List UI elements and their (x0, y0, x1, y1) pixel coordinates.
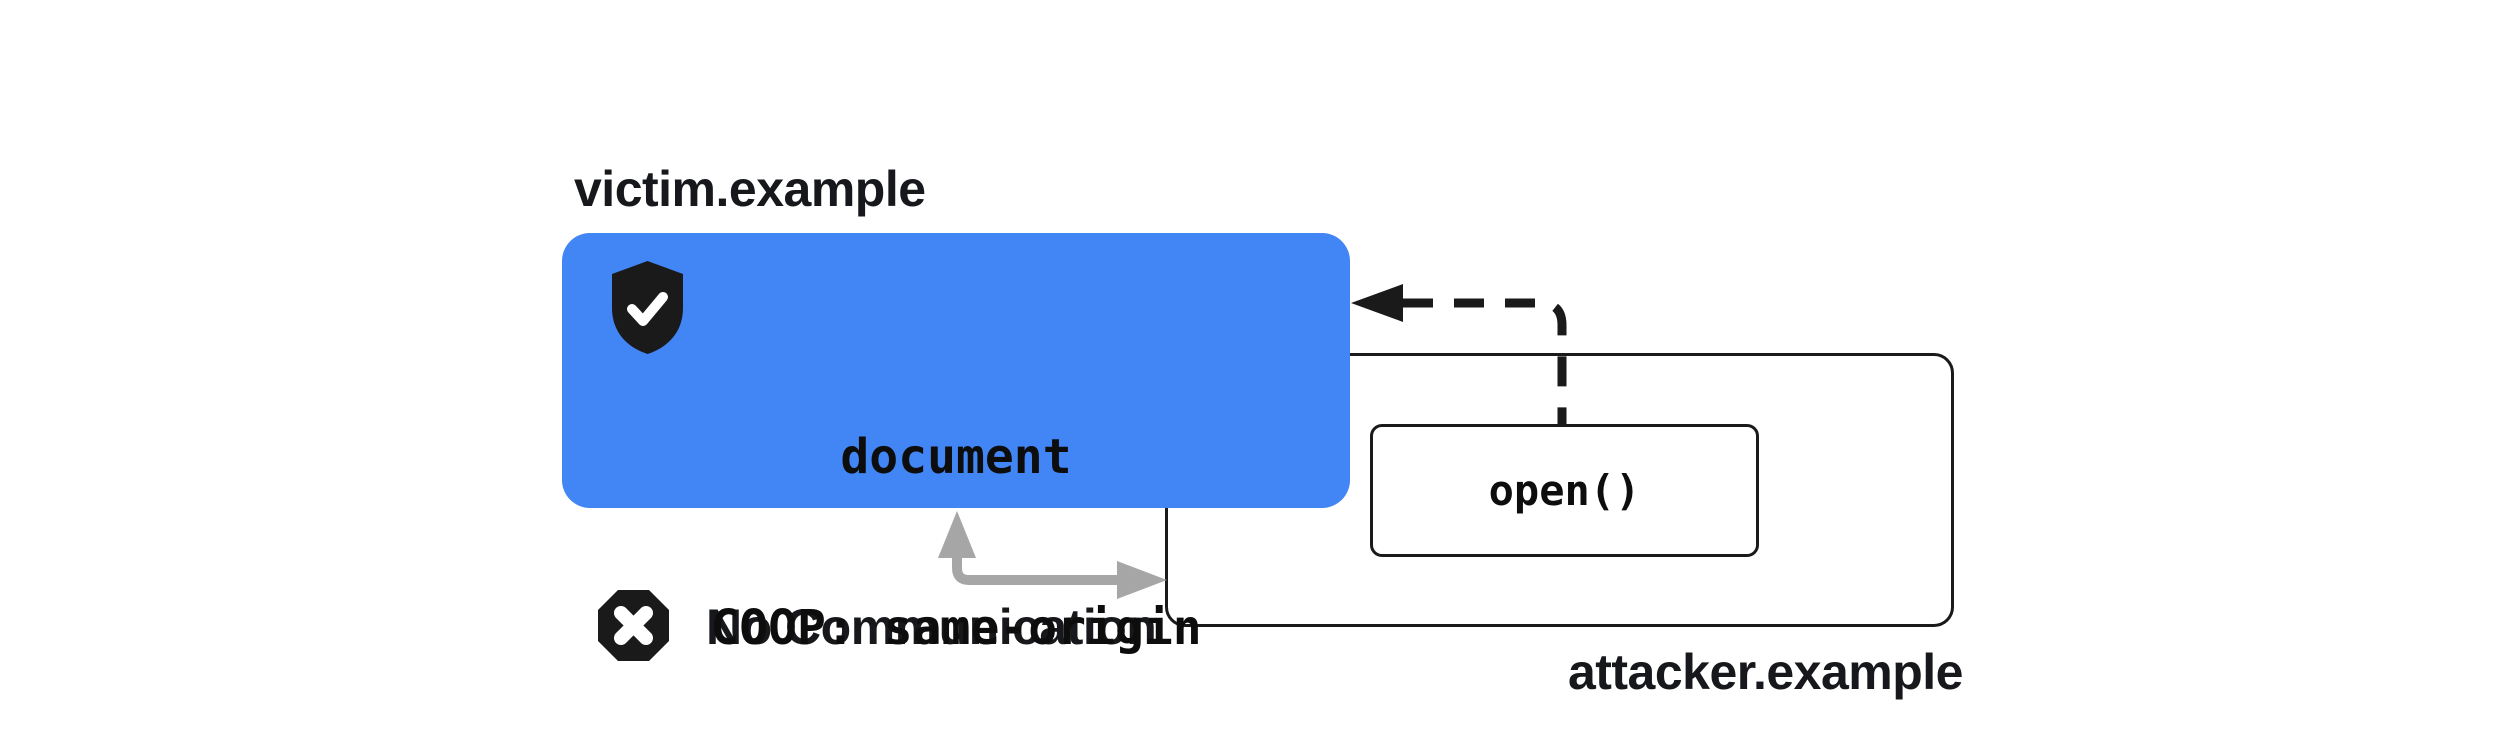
open-call-label: open() (1488, 466, 1641, 515)
coop-policy-line: COOP: same-origin (710, 600, 1202, 656)
dashed-arrowhead-left (1351, 284, 1403, 322)
document-line: document (840, 429, 1072, 485)
victim-document-box: document COOP: same-origin (562, 233, 1350, 656)
x-octagon-icon (598, 590, 669, 661)
victim-origin-label: victim.example (574, 161, 926, 217)
shield-check-icon (612, 261, 683, 354)
victim-document-text: document COOP: same-origin (562, 315, 1350, 735)
no-communication-label: No Communication (706, 599, 1157, 655)
open-call-box: open() (1370, 424, 1759, 557)
attacker-origin-label: attacker.example (1567, 644, 1964, 700)
